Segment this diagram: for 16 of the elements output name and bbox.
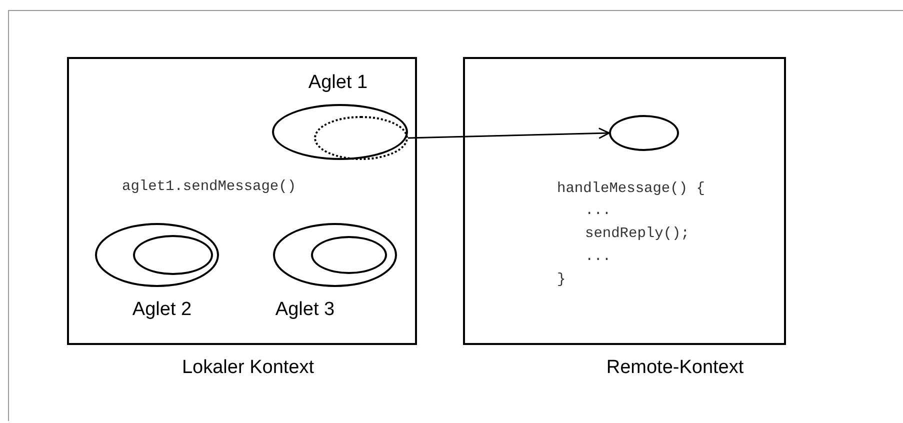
code-text: sendReply(); [585,226,690,242]
ellipse [133,235,213,275]
code-text: ... [585,203,612,219]
context-caption: Lokaler Kontext [182,357,314,379]
context-caption: Remote-Kontext [606,357,744,379]
agent-label: Aglet 3 [275,299,335,321]
code-text: aglet1.sendMessage() [122,179,296,195]
agent-label: Aglet 2 [132,299,192,321]
arrow [408,128,610,139]
code-text: } [557,272,566,288]
dotted-ellipse [314,116,408,160]
code-text: ... [585,249,612,265]
code-text: handleMessage() { [557,181,705,197]
agent-label: Aglet 1 [308,72,368,94]
ellipse [311,236,387,274]
ellipse [609,115,679,151]
